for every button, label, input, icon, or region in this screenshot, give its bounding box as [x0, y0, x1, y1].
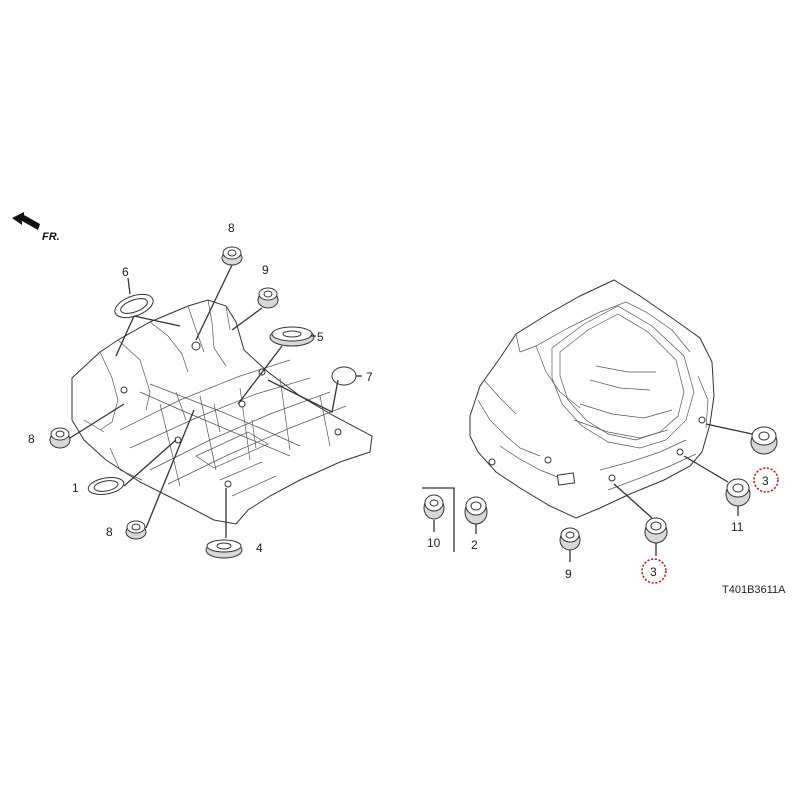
highlight-ring-3-lower — [641, 558, 667, 584]
plug-8-left — [49, 427, 71, 449]
grommet-3-upper — [750, 426, 778, 455]
drawing-code: T401B3611A — [722, 584, 786, 596]
callout-8-top: 8 — [228, 221, 235, 235]
grommet-1-oval — [87, 477, 125, 495]
callout-9-bottom: 9 — [565, 567, 572, 581]
callout-8-left: 8 — [28, 432, 35, 446]
grommet-5-large — [269, 326, 315, 347]
plug-8-top — [221, 246, 243, 266]
bracket-line — [422, 487, 455, 552]
highlight-ring-3-upper — [753, 467, 779, 493]
callout-9-top: 9 — [262, 263, 269, 277]
callout-4: 4 — [256, 541, 263, 555]
grommet-4-large — [205, 539, 243, 559]
callout-8-bottom: 8 — [106, 525, 113, 539]
grommet-2 — [464, 496, 488, 525]
grommet-10 — [423, 494, 445, 520]
callout-11: 11 — [731, 520, 744, 534]
callout-1: 1 — [72, 481, 79, 495]
plug-8-bottom — [125, 520, 147, 540]
front-direction-label: FR. — [42, 231, 60, 243]
front-direction-arrow-icon — [12, 212, 40, 230]
callout-2: 2 — [471, 538, 478, 552]
callout-3-lower: 3 — [650, 565, 657, 579]
plug-9-top — [257, 287, 279, 309]
left-leader-lines — [69, 264, 362, 538]
callout-6: 6 — [122, 265, 129, 279]
grommet-3-lower — [644, 517, 668, 544]
grommet-6-oval — [114, 293, 154, 319]
callout-5: 5 — [317, 330, 324, 344]
rear-floor-assembly — [469, 279, 715, 519]
callout-10: 10 — [427, 536, 441, 550]
callout-3-upper: 3 — [762, 474, 769, 488]
seal-7-round — [331, 366, 357, 386]
callout-7: 7 — [366, 370, 373, 384]
plug-9-bottom — [559, 527, 581, 551]
grommet-11 — [725, 478, 751, 507]
